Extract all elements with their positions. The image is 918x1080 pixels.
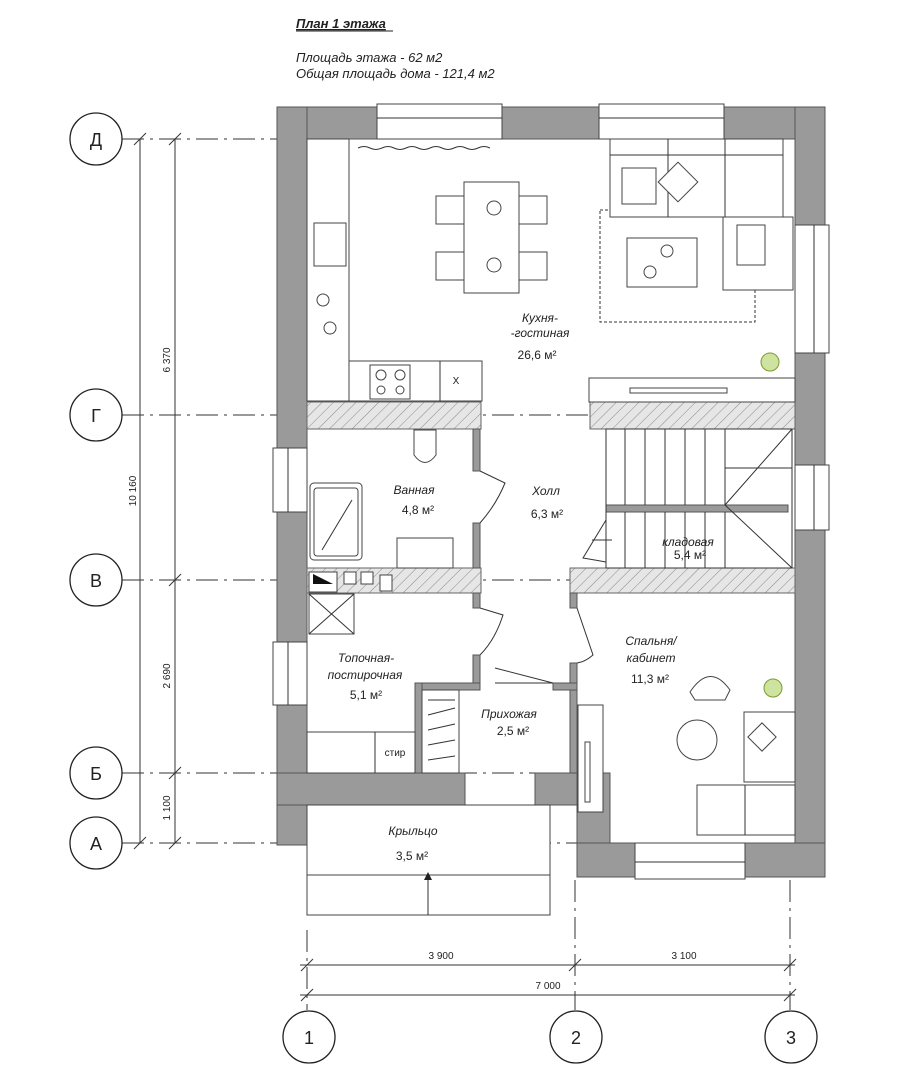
room-name: Спальня/ [625,634,678,648]
dimension-total-horizontal: 7 000 [535,981,560,992]
axis-label: Г [91,406,101,426]
axis-label: 3 [786,1028,796,1048]
axis-label: А [90,834,102,854]
plan-title: План 1 этажа [296,16,386,31]
dimension-label: 2 690 [162,663,173,688]
bedroom-furniture [577,676,796,836]
dimension-label: 6 370 [162,347,173,372]
room-area: 6,3 м² [531,507,563,521]
windows [272,103,830,880]
room-area: 3,5 м² [396,849,428,863]
room-area: 2,5 м² [497,724,529,738]
room-name: Прихожая [481,707,537,721]
room-name: Холл [531,484,560,498]
room-labels: Кухня- -гостиная 26,6 м² Ванная 4,8 м² Х… [328,311,715,863]
dimension-total-vertical: 10 160 [128,475,139,506]
dimension-label: 3 100 [671,951,696,962]
axis-label: Б [90,764,102,784]
room-name: постирочная [328,668,403,682]
sink-mark: X [453,376,460,387]
laundry-label: стир [385,748,406,759]
axis-label: 1 [304,1028,314,1048]
row-axis-markers: Д Г В Б А [69,112,123,870]
boiler-room-fixtures: стир [306,593,460,774]
stairs [605,428,793,569]
dimension-label: 1 100 [162,795,173,820]
axis-label: 2 [571,1028,581,1048]
room-name: Кухня- [522,311,558,325]
dimension-label: 3 900 [428,951,453,962]
kitchen-furniture: X [306,138,548,402]
room-name: Топочная- [338,651,394,665]
room-name: кладовая [662,535,714,549]
plant-icon [763,678,783,698]
room-name: Крыльцо [388,824,438,838]
room-name: -гостиная [511,326,570,340]
room-area: 5,1 м² [350,688,382,702]
living-furniture [588,138,796,403]
room-area: 26,6 м² [518,348,557,362]
room-name: кабинет [627,651,676,665]
column-axis-markers: 1 2 3 [282,1010,818,1064]
room-name: Ванная [394,483,436,497]
room-area: 5,4 м² [674,548,706,562]
horizontal-dimensions: 3 900 3 100 7 000 [300,951,797,1002]
axis-label: Д [90,130,102,150]
total-area: Общая площадь дома - 121,4 м2 [296,66,495,81]
room-area: 11,3 м² [631,672,669,686]
floor-area: Площадь этажа - 62 м2 [296,50,443,65]
plant-icon [760,352,780,372]
vertical-dimensions: 10 160 6 370 2 690 1 100 [128,132,182,850]
porch [306,804,551,916]
room-area: 4,8 м² [402,503,434,517]
axis-label: В [90,571,102,591]
bathroom-fixtures [308,429,454,593]
